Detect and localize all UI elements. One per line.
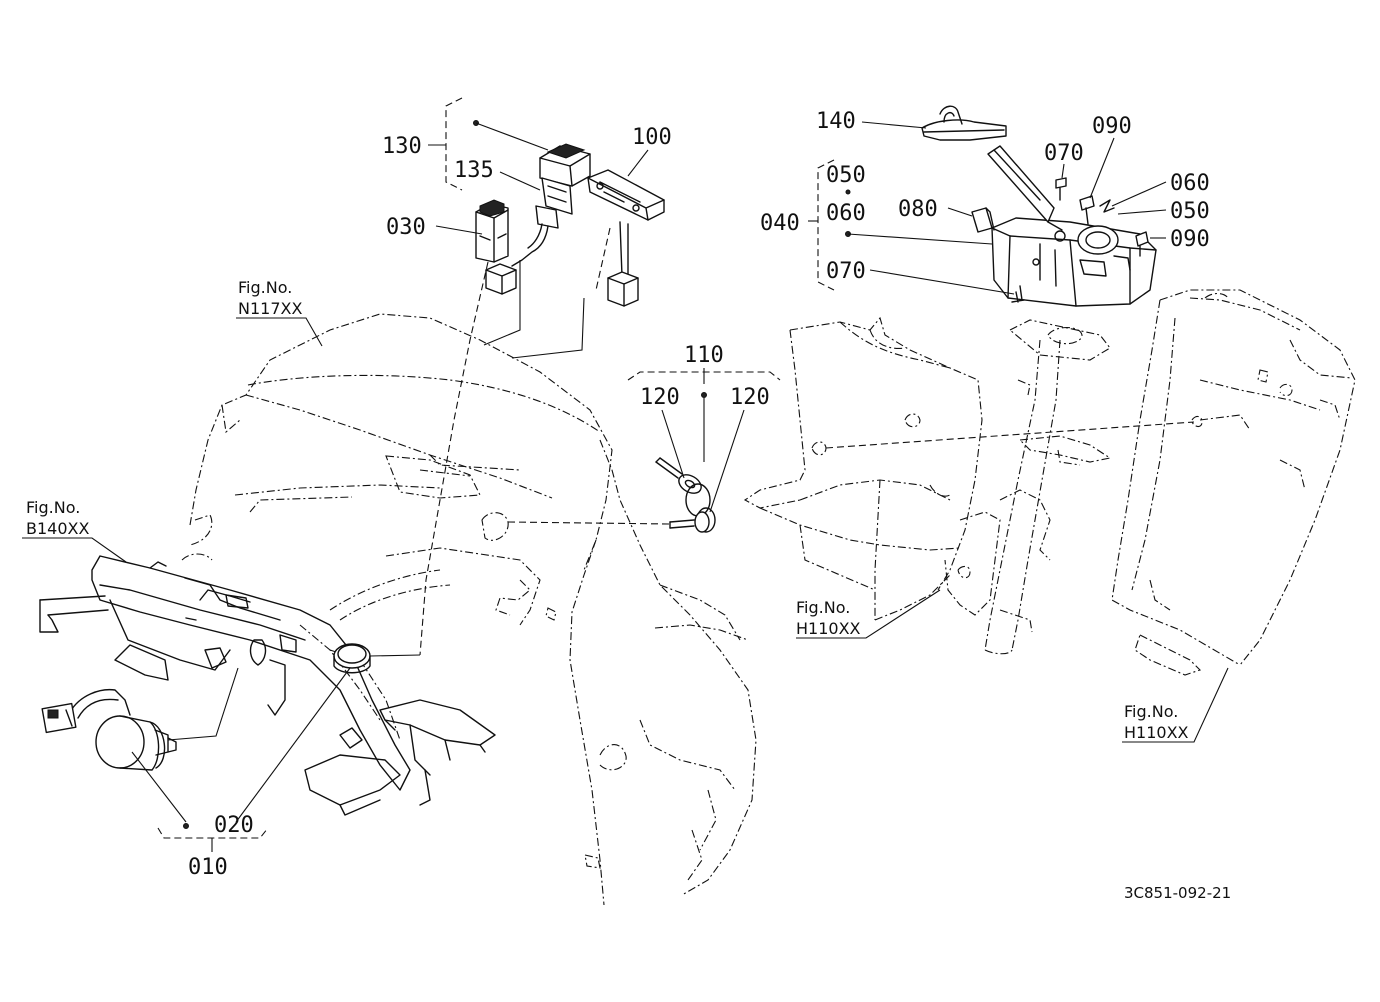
label-060-right: 060: [1170, 171, 1210, 196]
power-socket-010: [41, 688, 177, 771]
dash-panel-cover: [181, 313, 757, 906]
drawing-reference-number: 3C851-092-21: [1124, 884, 1231, 902]
label-020: 020: [214, 813, 254, 838]
steering-column: [944, 319, 1112, 655]
label-080: 080: [898, 197, 938, 222]
figref-h110-right-code: H110XX: [1124, 723, 1189, 742]
screw-070-top: [1055, 177, 1067, 201]
label-110: 110: [684, 343, 724, 368]
label-060-group: 060: [826, 201, 866, 226]
grommet-020: [333, 643, 371, 674]
pad-080: [971, 207, 995, 233]
label-070-group: 070: [826, 259, 866, 284]
figref-h110-right-title: Fig.No.: [1124, 702, 1178, 721]
front-column-cover: [743, 316, 983, 621]
label-120-left: 120: [640, 385, 680, 410]
figref-h110-middle-title: Fig.No.: [796, 598, 850, 617]
label-070-top: 070: [1044, 141, 1084, 166]
label-010: 010: [188, 855, 228, 880]
label-050-group: 050: [826, 163, 866, 188]
label-090-top: 090: [1092, 114, 1132, 139]
rear-column-cover: [1111, 289, 1356, 676]
screw-090-top: [1079, 195, 1095, 225]
figure-references: Fig.No. N117XX Fig.No. B140XX Fig.No. H1…: [26, 278, 1189, 742]
figref-h110-middle-code: H110XX: [796, 619, 861, 638]
combination-switch-040: [991, 217, 1157, 307]
lower-bracket: [39, 555, 496, 816]
label-050-right: 050: [1170, 199, 1210, 224]
switch-030: [475, 199, 509, 263]
leader-lines: [22, 97, 1229, 852]
spring-060: [1099, 199, 1115, 213]
switch-assembly-135: [485, 143, 591, 295]
screw-070-bottom: [1011, 291, 1025, 303]
label-140: 140: [816, 109, 856, 134]
label-090-right: 090: [1170, 227, 1210, 252]
callout-labels: 130 135 100 030 110 120 120 020 010 140 …: [188, 109, 1210, 880]
switch-panel-100: [587, 169, 665, 307]
figref-n117-code: N117XX: [238, 299, 302, 318]
label-135: 135: [454, 158, 494, 183]
figref-b140-title: Fig.No.: [26, 498, 80, 517]
label-120-right: 120: [730, 385, 770, 410]
label-100: 100: [632, 125, 672, 150]
lever-140: [921, 105, 1063, 231]
key-set-110: [655, 457, 716, 533]
label-030: 030: [386, 215, 426, 240]
label-040: 040: [760, 211, 800, 236]
screw-090-right: [1135, 231, 1149, 257]
figref-b140-code: B140XX: [26, 519, 89, 538]
figref-n117-title: Fig.No.: [238, 278, 292, 297]
label-130: 130: [382, 134, 422, 159]
